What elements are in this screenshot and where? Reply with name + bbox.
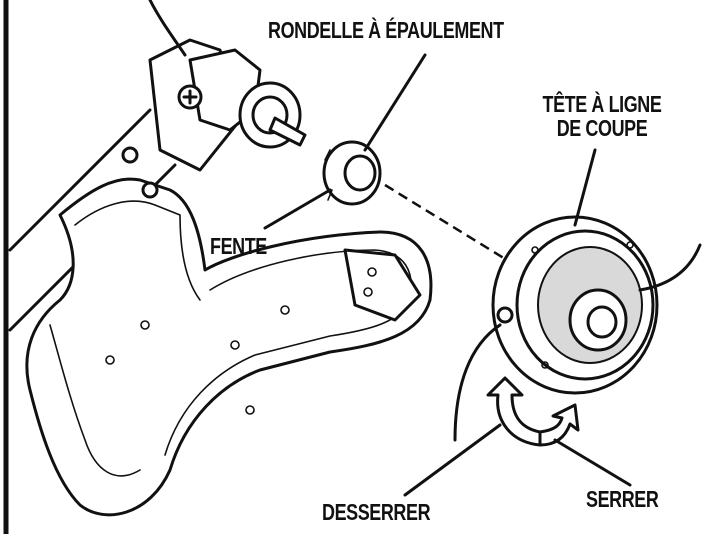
assembly-axis — [384, 183, 516, 267]
rotation-arrows — [486, 376, 580, 447]
label-loosen: DESSERRER — [322, 499, 431, 525]
leader-lines — [148, 0, 632, 497]
label-tighten: SERRER — [586, 486, 659, 512]
label-shoulder-washer: RONDELLE À ÉPAULEMENT — [268, 17, 504, 43]
trimmer-head — [491, 215, 702, 395]
label-trimmer-head-line1: TÊTE À LIGNE — [542, 91, 662, 117]
label-trimmer-head: TÊTE À LIGNE DE COUPE — [532, 92, 672, 140]
gearbox — [121, 48, 307, 199]
debris-shield — [25, 177, 433, 517]
label-slot: FENTE — [210, 233, 267, 259]
label-trimmer-head-line2: DE COUPE — [556, 115, 648, 142]
shoulder-washer — [322, 140, 382, 206]
